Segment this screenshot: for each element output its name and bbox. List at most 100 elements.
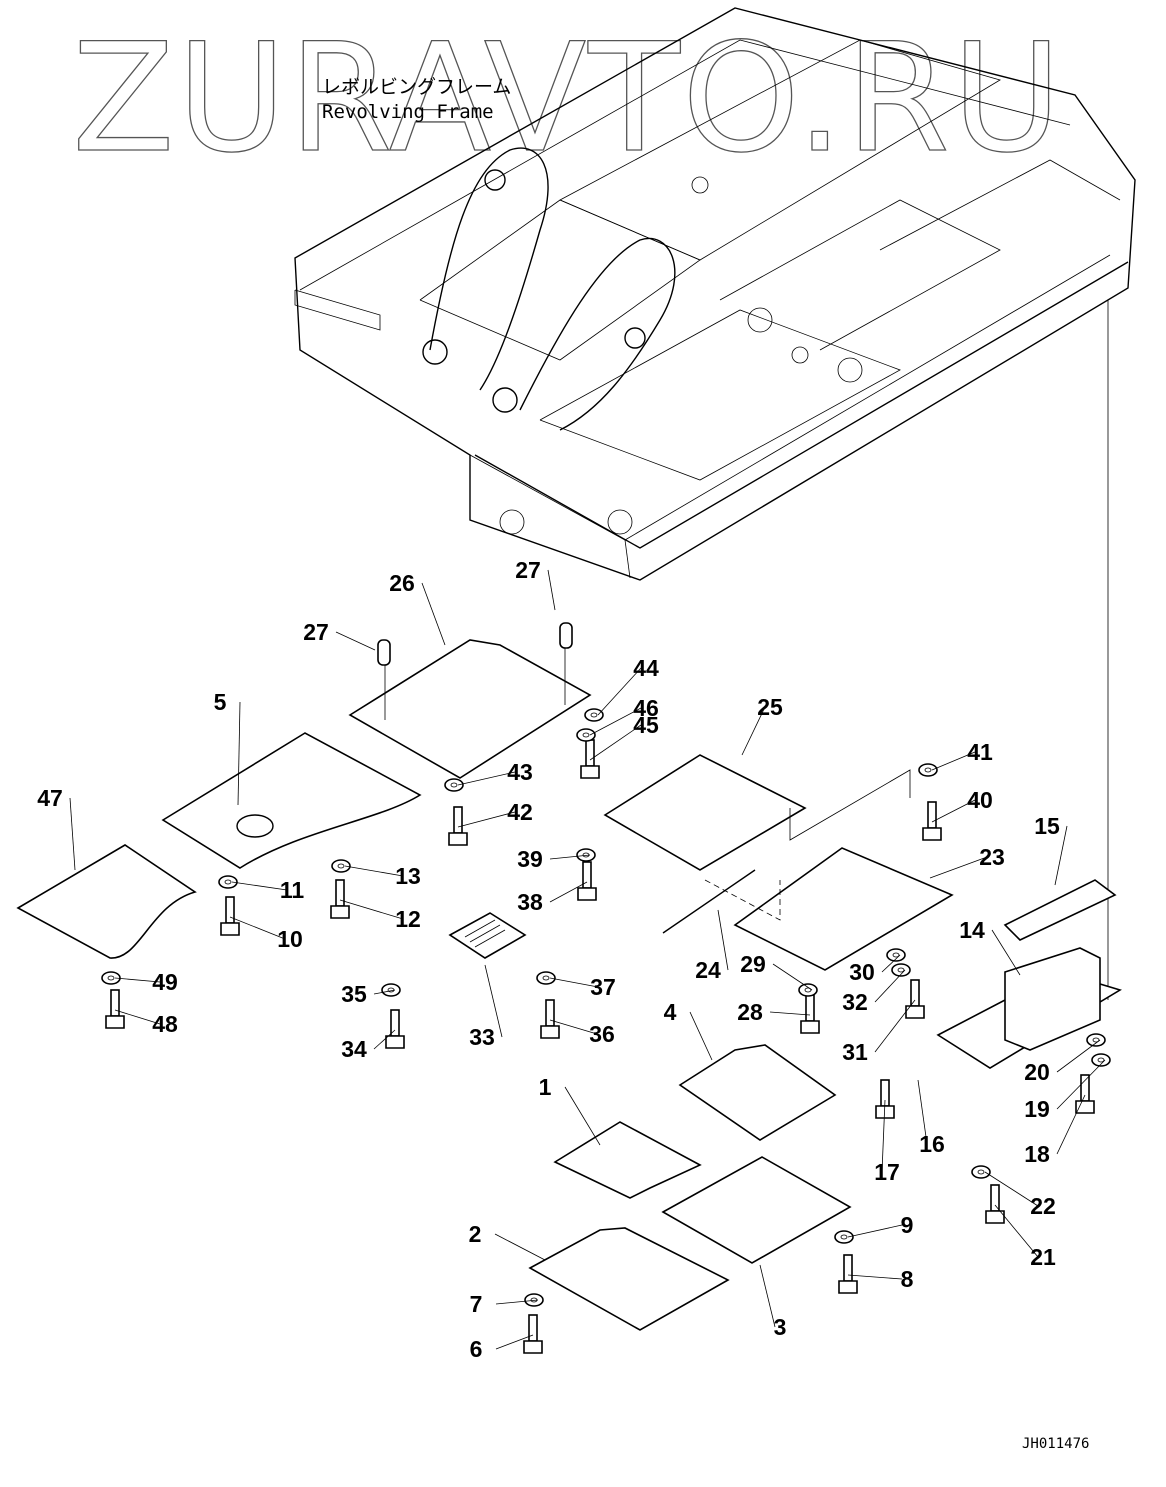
callout-48: 48 [152,1011,178,1037]
callout-43: 43 [507,759,533,785]
washer-9 [834,1230,854,1244]
leader-line-17 [881,1099,886,1173]
part-27-pin-right [559,622,573,649]
leader-line-39 [549,854,591,860]
leader-line-44 [597,667,642,716]
washer-46 [576,728,596,742]
leader-line-14 [991,929,1021,976]
part-1-cover [553,1121,702,1199]
callout-1: 1 [539,1074,552,1100]
leader-line-45 [589,724,642,761]
leader-line-27 [547,569,556,611]
leader-line-22 [984,1171,1039,1207]
washer-11 [218,875,238,889]
leader-line-7 [495,1299,539,1305]
callout-25: 25 [757,694,783,720]
leader-line-9 [847,1224,903,1238]
callout-31: 31 [842,1039,868,1065]
callout-49: 49 [152,969,178,995]
leader-line-42 [457,811,516,828]
leader-line-15 [1054,825,1068,886]
assembly-title-japanese: レボルビングフレーム [322,76,511,98]
part-15-lid [1003,879,1117,941]
callout-24: 24 [695,957,721,983]
leader-line-38 [549,881,588,903]
bolt-45 [580,739,600,779]
bolt-42 [448,806,468,846]
bolt-21 [985,1184,1005,1224]
callout-4: 4 [664,999,677,1025]
part-3-plate [661,1156,852,1264]
part-27-pin-left [377,639,391,666]
leader-line-21 [994,1204,1039,1258]
part-2-plate [528,1227,730,1331]
leader-line-11 [231,881,288,891]
leader-line-24 [717,909,729,971]
part-47-plate [16,844,197,959]
leader-line-13 [344,865,404,877]
bolt-6 [523,1314,543,1354]
part-33-grille [448,912,527,959]
leader-line-37 [549,977,599,988]
washer-29 [798,983,818,997]
leader-line-23 [929,856,988,879]
callout-46: 46 [633,695,659,721]
leader-line-12 [339,899,404,920]
washer-32 [891,963,911,977]
leader-line-26 [421,582,446,646]
leader-line-40 [931,799,976,823]
leader-line-29 [772,963,813,991]
bolt-12 [330,879,350,919]
callout-26: 26 [389,570,415,596]
leader-line-28 [769,1011,811,1016]
leader-line-33 [484,964,503,1038]
leader-line-41 [931,751,976,771]
part-5-plate [161,732,422,869]
callout-23: 23 [979,844,1005,870]
callouts: 1234567891011121314151617181920212223242… [37,557,1106,1362]
callout-2: 2 [469,1221,482,1247]
callout-39: 39 [517,846,543,872]
leader-line-3 [759,1264,776,1328]
leader-line-35 [373,989,396,995]
callout-33: 33 [469,1024,495,1050]
bolt-28 [800,994,820,1034]
washer-49 [101,971,121,985]
leader-line-34 [373,1029,396,1050]
callout-37: 37 [590,974,616,1000]
callout-20: 20 [1024,1059,1050,1085]
watermark: ZURAVTO.RU [72,12,1064,186]
callout-36: 36 [589,1021,615,1047]
leader-line-4 [689,1011,713,1061]
callout-17: 17 [874,1159,900,1185]
callout-12: 12 [395,906,421,932]
callout-19: 19 [1024,1096,1050,1122]
part-23-plate [704,847,954,971]
part-25-guide [789,769,911,841]
leader-line-43 [457,771,516,786]
part-25-plate [603,754,807,871]
leader-line-1 [564,1086,601,1146]
bolt-31 [905,979,925,1019]
bolt-48 [105,989,125,1029]
callout-6: 6 [470,1336,483,1362]
callout-5: 5 [214,689,227,715]
washer-30 [886,948,906,962]
part-14-box [936,947,1122,1069]
callout-40: 40 [967,787,993,813]
washer-22 [971,1165,991,1179]
leader-line-10 [229,916,286,940]
callout-21: 21 [1030,1244,1056,1270]
callout-15: 15 [1034,813,1060,839]
callout-30: 30 [849,959,875,985]
washer-19 [1091,1053,1111,1067]
leader-line-49 [114,977,161,983]
callout-47: 47 [37,785,63,811]
callout-9: 9 [901,1212,914,1238]
callout-42: 42 [507,799,533,825]
callout-18: 18 [1024,1141,1050,1167]
leader-line-18 [1056,1094,1086,1155]
callout-35: 35 [341,981,367,1007]
callout-8: 8 [901,1266,914,1292]
